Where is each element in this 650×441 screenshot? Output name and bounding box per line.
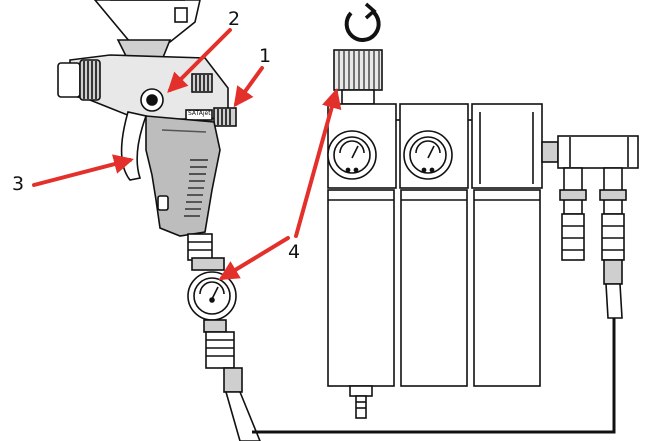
arrow-3 <box>32 154 134 187</box>
rotate-icon <box>344 2 381 42</box>
annotation-arrows <box>32 28 342 281</box>
arrow-1 <box>233 66 264 108</box>
gun-brand-text: SATAjet <box>188 110 211 117</box>
air-hose <box>252 318 616 434</box>
callout-label-1: 1 <box>259 45 272 67</box>
filter-unit <box>327 49 639 419</box>
spray-gun <box>57 0 237 261</box>
arrow-2 <box>167 28 232 93</box>
arrow-4b <box>294 88 342 238</box>
arrow-4a <box>218 236 290 281</box>
gun-gauge-assembly <box>187 257 261 441</box>
callout-label-2: 2 <box>228 8 241 30</box>
callout-label-3: 3 <box>12 173 25 195</box>
callout-label-4: 4 <box>288 241 301 263</box>
